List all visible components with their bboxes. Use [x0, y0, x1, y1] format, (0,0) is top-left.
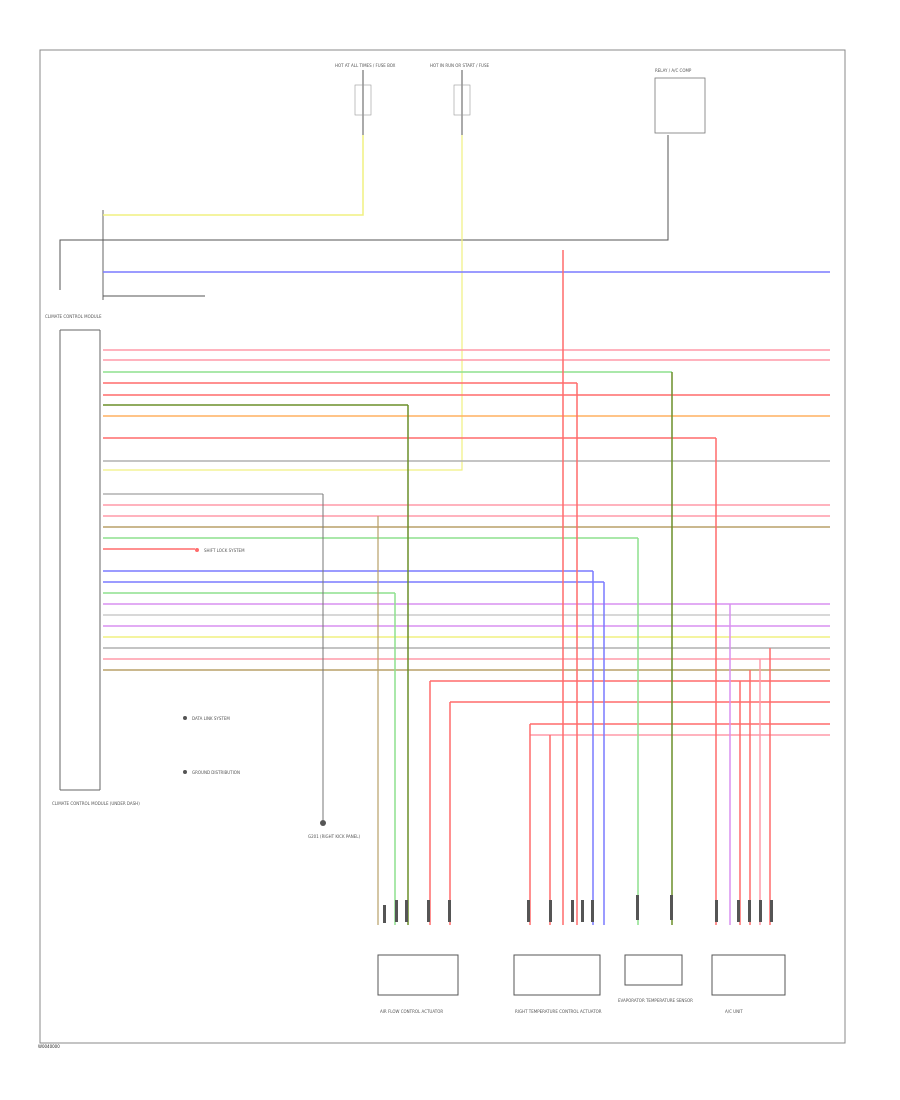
- connector-marks: [383, 895, 773, 923]
- bottom-component-1: AIR FLOW CONTROL ACTUATOR: [377, 954, 459, 1014]
- side-note-1: DATA LINK SYSTEM: [192, 716, 230, 721]
- left-module: CLIMATE CONTROL MODULE CLIMATE CONTROL M…: [45, 210, 140, 806]
- top-component-fuse-a: HOT AT ALL TIMES / FUSE BOX: [335, 63, 396, 135]
- wire-black-relay: [59, 135, 669, 290]
- top-component-fuse-b: HOT IN RUN OR START / FUSE: [430, 63, 489, 135]
- side-notes: DATA LINK SYSTEM GROUND DISTRIBUTION SHI…: [183, 548, 245, 775]
- fuse-a-label: HOT AT ALL TIMES / FUSE BOX: [335, 63, 396, 68]
- bottom-component-4-label: A/C UNIT: [725, 1009, 743, 1014]
- ground-symbol: G201 (RIGHT KICK PANEL): [308, 820, 360, 839]
- bottom-component-4: A/C UNIT: [711, 954, 786, 1014]
- wire-yellow-fuse-b: [103, 135, 463, 471]
- vertical-wires: [322, 250, 771, 925]
- side-note-3: SHIFT LOCK SYSTEM: [204, 548, 245, 553]
- diagram-frame: [39, 49, 846, 1044]
- fuse-b-label: HOT IN RUN OR START / FUSE: [430, 63, 489, 68]
- bottom-component-2: RIGHT TEMPERATURE CONTROL ACTUATOR: [513, 954, 602, 1014]
- bottom-component-3-label: EVAPORATOR TEMPERATURE SENSOR: [618, 998, 693, 1003]
- wire-yellow-fuse-a: [103, 135, 364, 216]
- diagram-code: W0040000: [38, 1044, 60, 1049]
- bottom-component-1-label: AIR FLOW CONTROL ACTUATOR: [380, 1009, 443, 1014]
- relay-label: RELAY / A/C COMP: [655, 68, 692, 73]
- top-component-relay: RELAY / A/C COMP: [654, 68, 706, 134]
- left-module-title: CLIMATE CONTROL MODULE: [45, 314, 102, 319]
- horizontal-wires: [103, 349, 830, 736]
- ground-label: G201 (RIGHT KICK PANEL): [308, 834, 360, 839]
- side-note-2: GROUND DISTRIBUTION: [192, 770, 240, 775]
- bottom-component-2-label: RIGHT TEMPERATURE CONTROL ACTUATOR: [515, 1009, 602, 1014]
- left-module-footer: CLIMATE CONTROL MODULE (UNDER DASH): [52, 801, 140, 806]
- bottom-component-3: EVAPORATOR TEMPERATURE SENSOR: [618, 954, 693, 1003]
